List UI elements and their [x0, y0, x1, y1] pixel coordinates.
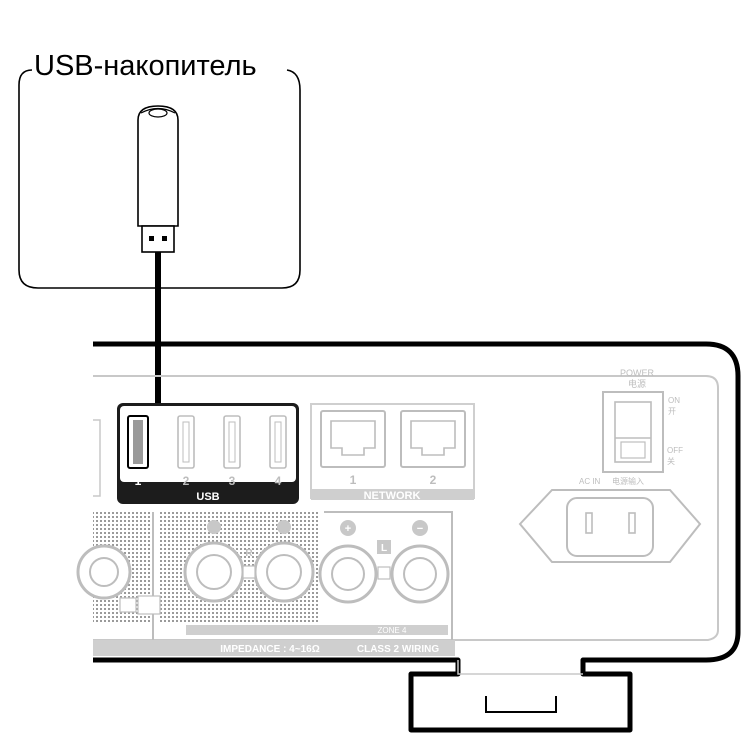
network-port-1-label: 1 — [350, 473, 357, 487]
network-port-2-label: 2 — [430, 473, 437, 487]
usb-port-3-label: 3 — [229, 474, 236, 488]
ac-in-label: AC IN — [579, 477, 601, 486]
power-label: POWER — [620, 368, 655, 378]
wiring-label: CLASS 2 WIRING — [357, 644, 439, 655]
usb-callout — [18, 69, 301, 289]
network-panel-label: NETWORK — [364, 490, 421, 502]
network-port-2[interactable]: 2 — [400, 410, 466, 487]
plus-sign: + — [345, 523, 351, 535]
callout-title: USB-накопитель — [34, 50, 257, 82]
left-channel-label: L — [381, 543, 387, 554]
speaker-panel: R + − L ZONE 4 IMPEDANCE : 4~16Ω CLASS 2… — [76, 511, 455, 656]
power-label-cn: 电源 — [628, 378, 646, 389]
usb-port-4[interactable]: 4 — [269, 415, 287, 488]
power-on-label-cn: 开 — [668, 407, 676, 416]
network-port-1[interactable]: 1 — [320, 410, 386, 487]
ac-in-label-cn: 电源输入 — [612, 476, 644, 486]
usb-port-1[interactable]: 1 — [127, 415, 149, 488]
power-switch[interactable] — [602, 391, 664, 473]
right-channel-label: R — [245, 548, 253, 559]
impedance-label: IMPEDANCE : 4~16Ω — [220, 644, 319, 655]
usb-port-1-label: 1 — [135, 474, 142, 488]
power-off-label-cn: 关 — [667, 456, 675, 466]
usb-panel-label: USB — [196, 491, 219, 503]
usb-port-3[interactable]: 3 — [223, 415, 241, 488]
usb-port-2[interactable]: 2 — [177, 415, 195, 488]
ac-inlet[interactable] — [518, 489, 702, 563]
speaker-terminal-r-2[interactable] — [253, 520, 315, 603]
speaker-terminal-l-minus[interactable]: − — [390, 520, 450, 604]
network-panel: NETWORK 1 2 — [310, 403, 475, 502]
speaker-terminal-partial[interactable] — [76, 544, 132, 600]
device-chassis — [93, 341, 741, 733]
usb-port-2-label: 2 — [183, 474, 190, 488]
usb-port-4-label: 4 — [275, 474, 282, 488]
usb-panel: 1 2 3 4 USB — [117, 403, 299, 504]
minus-sign: − — [417, 523, 423, 535]
zone-label: ZONE 4 — [378, 626, 407, 635]
power-section: POWER 电源 ON 开 OFF 关 AC IN 电源输入 — [518, 368, 702, 563]
usb-stick-icon — [137, 105, 179, 253]
power-off-label: OFF — [667, 446, 683, 455]
speaker-terminal-l-plus[interactable]: + — [318, 520, 378, 604]
power-on-label: ON — [668, 396, 680, 405]
